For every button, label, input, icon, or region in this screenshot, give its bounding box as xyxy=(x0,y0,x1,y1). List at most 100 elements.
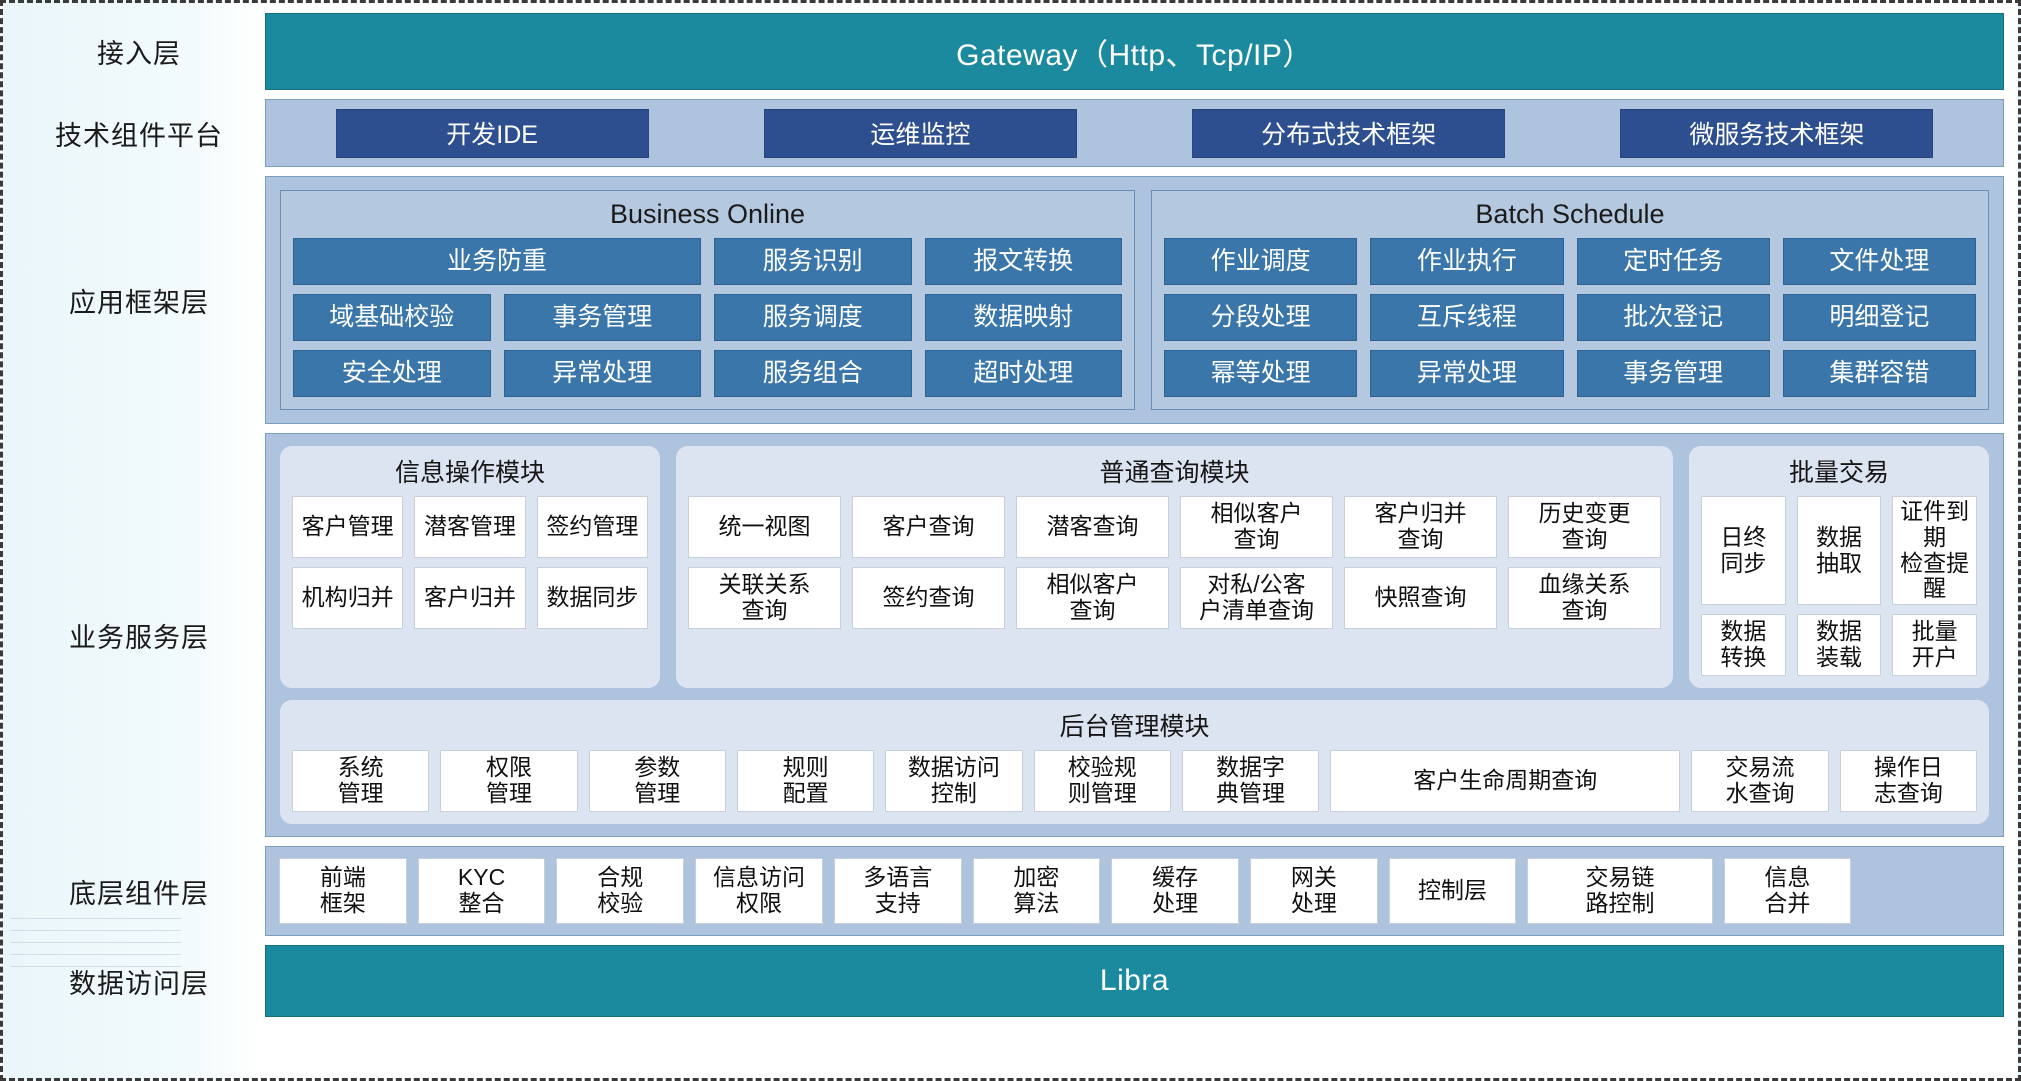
batch-transaction-module: 批量交易 日终同步 数据抽取 证件到期检查提醒 数据转换 数据装载 批量开户 xyxy=(1689,446,1989,688)
cell-contract-query[interactable]: 签约查询 xyxy=(852,567,1005,629)
cell-lineage-query[interactable]: 血缘关系查询 xyxy=(1508,567,1661,629)
cell-data-sync[interactable]: 数据同步 xyxy=(536,567,648,629)
comp-cell-trade-chain-control[interactable]: 交易链路控制 xyxy=(1527,858,1713,924)
cell-org-merge[interactable]: 机构归并 xyxy=(292,567,404,629)
comp-cell-frontend-framework[interactable]: 前端框架 xyxy=(279,858,407,924)
cell-parameter-mgmt[interactable]: 参数管理 xyxy=(588,750,726,812)
fw-cell-transaction-mgmt[interactable]: 事务管理 xyxy=(503,294,701,341)
cell-data-dictionary-mgmt[interactable]: 数据字典管理 xyxy=(1181,750,1320,812)
fw-cell-timeout[interactable]: 超时处理 xyxy=(924,350,1122,397)
fw-cell-business-dedupe[interactable]: 业务防重 xyxy=(293,238,701,285)
cell-data-access-control[interactable]: 数据访问控制 xyxy=(885,750,1023,812)
cell-customer-query[interactable]: 客户查询 xyxy=(852,496,1005,558)
cell-customer-lifecycle-query[interactable]: 客户生命周期查询 xyxy=(1330,750,1681,812)
business-online-group: Business Online 业务防重 服务识别 报文转换 域基础校验 事务管… xyxy=(280,190,1135,410)
cell-customer-merge-query[interactable]: 客户归并查询 xyxy=(1344,496,1497,558)
batch-cell-job-exec[interactable]: 作业执行 xyxy=(1370,238,1564,285)
common-query-title: 普通查询模块 xyxy=(1099,459,1250,487)
layer-label-app-framework: 应用框架层 xyxy=(69,287,209,318)
cell-data-load[interactable]: 数据装载 xyxy=(1796,614,1882,676)
cell-rule-config[interactable]: 规则配置 xyxy=(736,750,875,812)
cell-similar-customer-query-2[interactable]: 相似客户查询 xyxy=(1016,567,1169,629)
comp-cell-info-access-permission[interactable]: 信息访问权限 xyxy=(695,858,823,924)
cell-prospect-query[interactable]: 潜客查询 xyxy=(1016,496,1169,558)
common-query-grid: 统一视图 客户查询 潜客查询 相似客户查询 客户归并查询 历史变更查询 关联关系… xyxy=(688,496,1661,629)
app-framework-panel: Business Online 业务防重 服务识别 报文转换 域基础校验 事务管… xyxy=(265,176,2004,424)
batch-transaction-title: 批量交易 xyxy=(1788,459,1889,487)
fw-cell-message-convert[interactable]: 报文转换 xyxy=(924,238,1122,285)
batch-schedule-grid: 作业调度 作业执行 定时任务 文件处理 分段处理 互斥线程 批次登记 明细登记 … xyxy=(1164,238,1976,397)
layer-label-tech-platform: 技术组件平台 xyxy=(55,120,223,151)
batch-cell-transaction-mgmt[interactable]: 事务管理 xyxy=(1576,350,1770,397)
comp-cell-cache[interactable]: 缓存处理 xyxy=(1111,858,1239,924)
batch-cell-exception[interactable]: 异常处理 xyxy=(1370,350,1564,397)
batch-cell-batch-register[interactable]: 批次登记 xyxy=(1576,294,1770,341)
batch-cell-detail-register[interactable]: 明细登记 xyxy=(1782,294,1976,341)
batch-cell-mutex-thread[interactable]: 互斥线程 xyxy=(1370,294,1564,341)
fw-cell-service-dispatch[interactable]: 服务调度 xyxy=(714,294,912,341)
fw-cell-service-compose[interactable]: 服务组合 xyxy=(714,350,912,397)
batch-cell-file-process[interactable]: 文件处理 xyxy=(1782,238,1976,285)
tech-chip-microservice[interactable]: 微服务技术框架 xyxy=(1620,108,1934,158)
cell-transaction-flow-query[interactable]: 交易流水查询 xyxy=(1691,750,1829,812)
comp-cell-encryption[interactable]: 加密算法 xyxy=(972,858,1101,924)
layer-business-service: 业务服务层 信息操作模块 客户管理 潜客管理 签约管理 机构归并 客户归并 数据… xyxy=(13,433,2004,837)
cell-validation-rule-mgmt[interactable]: 校验规则管理 xyxy=(1033,750,1171,812)
layer-tech-platform: 技术组件平台 开发IDE 运维监控 分布式技术框架 微服务技术框架 xyxy=(13,99,2004,167)
comp-cell-gateway[interactable]: 网关处理 xyxy=(1249,858,1378,924)
tech-chip-ops-monitor[interactable]: 运维监控 xyxy=(763,108,1077,158)
tech-chip-distributed[interactable]: 分布式技术框架 xyxy=(1192,108,1506,158)
cell-permission-mgmt[interactable]: 权限管理 xyxy=(440,750,578,812)
cell-history-change-query[interactable]: 历史变更查询 xyxy=(1508,496,1661,558)
cell-prospect-mgmt[interactable]: 潜客管理 xyxy=(414,496,526,558)
cell-data-transform[interactable]: 数据转换 xyxy=(1701,614,1786,676)
batch-cell-cluster-tolerance[interactable]: 集群容错 xyxy=(1782,350,1976,397)
business-online-grid: 业务防重 服务识别 报文转换 域基础校验 事务管理 服务调度 数据映射 安全处理… xyxy=(293,238,1122,397)
libra-banner: Libra xyxy=(265,945,2004,1017)
cell-batch-open-account[interactable]: 批量开户 xyxy=(1892,614,1977,676)
layer-label-component: 底层组件层 xyxy=(69,878,209,909)
cell-private-public-list-query[interactable]: 对私/公客户清单查询 xyxy=(1180,567,1333,629)
layer-label-data-access: 数据访问层 xyxy=(69,968,209,999)
cell-data-extract[interactable]: 数据抽取 xyxy=(1796,496,1882,605)
fw-cell-security[interactable]: 安全处理 xyxy=(293,350,491,397)
gateway-banner: Gateway（Http、Tcp/IP） xyxy=(265,13,2004,90)
cell-eod-sync[interactable]: 日终同步 xyxy=(1701,496,1786,605)
cell-similar-customer-query[interactable]: 相似客户查询 xyxy=(1180,496,1333,558)
fw-cell-service-identify[interactable]: 服务识别 xyxy=(714,238,912,285)
batch-cell-timed-task[interactable]: 定时任务 xyxy=(1576,238,1770,285)
cell-cert-expiry-alert[interactable]: 证件到期检查提醒 xyxy=(1892,496,1977,605)
layer-app-framework: 应用框架层 Business Online 业务防重 服务识别 报文转换 域基础… xyxy=(13,176,2004,424)
layer-access: 接入层 Gateway（Http、Tcp/IP） xyxy=(13,13,2004,90)
tech-chip-ide[interactable]: 开发IDE xyxy=(335,108,649,158)
batch-schedule-group: Batch Schedule 作业调度 作业执行 定时任务 文件处理 分段处理 … xyxy=(1151,190,1989,410)
fw-cell-data-mapping[interactable]: 数据映射 xyxy=(924,294,1122,341)
admin-module: 后台管理模块 系统管理 权限管理 参数管理 规则配置 数据访问控制 校验规则管理… xyxy=(280,700,1989,824)
cell-system-mgmt[interactable]: 系统管理 xyxy=(292,750,430,812)
comp-cell-control-layer[interactable]: 控制层 xyxy=(1388,858,1517,924)
tech-platform-panel: 开发IDE 运维监控 分布式技术框架 微服务技术框架 xyxy=(265,99,2004,167)
batch-cell-job-schedule[interactable]: 作业调度 xyxy=(1164,238,1358,285)
info-operation-grid: 客户管理 潜客管理 签约管理 机构归并 客户归并 数据同步 xyxy=(292,496,648,629)
comp-cell-compliance-check[interactable]: 合规校验 xyxy=(556,858,685,924)
fw-cell-exception[interactable]: 异常处理 xyxy=(503,350,701,397)
batch-cell-segment-process[interactable]: 分段处理 xyxy=(1164,294,1358,341)
info-operation-module: 信息操作模块 客户管理 潜客管理 签约管理 机构归并 客户归并 数据同步 xyxy=(280,446,660,688)
cell-contract-mgmt[interactable]: 签约管理 xyxy=(536,496,648,558)
layer-data-access: 数据访问层 Libra xyxy=(13,945,2004,1017)
comp-cell-info-merge[interactable]: 信息合并 xyxy=(1723,858,1852,924)
business-online-title: Business Online xyxy=(609,199,806,229)
cell-snapshot-query[interactable]: 快照查询 xyxy=(1344,567,1497,629)
batch-cell-idempotent[interactable]: 幂等处理 xyxy=(1164,350,1358,397)
cell-unified-view[interactable]: 统一视图 xyxy=(688,496,841,558)
comp-cell-multilingual[interactable]: 多语言支持 xyxy=(833,858,962,924)
cell-customer-mgmt[interactable]: 客户管理 xyxy=(292,496,404,558)
batch-transaction-grid: 日终同步 数据抽取 证件到期检查提醒 数据转换 数据装载 批量开户 xyxy=(1701,496,1977,676)
cell-operation-log-query[interactable]: 操作日志查询 xyxy=(1839,750,1977,812)
cell-relation-query[interactable]: 关联关系查询 xyxy=(688,567,841,629)
fw-cell-domain-validate[interactable]: 域基础校验 xyxy=(293,294,491,341)
cell-customer-merge[interactable]: 客户归并 xyxy=(414,567,526,629)
